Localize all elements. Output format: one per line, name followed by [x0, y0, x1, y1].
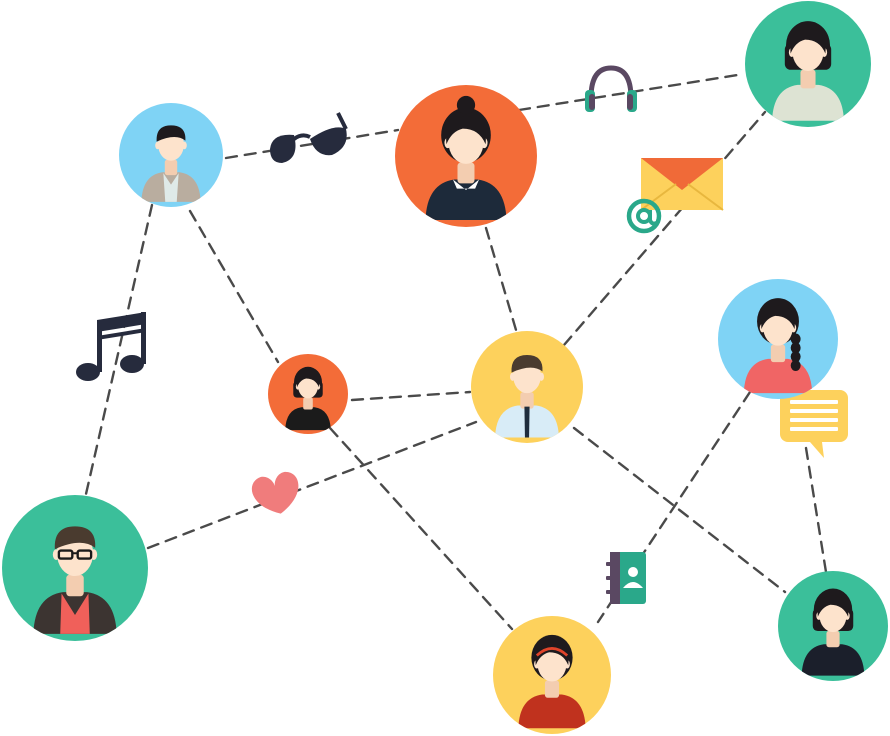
ear	[444, 137, 451, 149]
connection-line	[350, 390, 472, 402]
connection-line	[804, 446, 828, 574]
torso	[772, 84, 844, 121]
ear	[295, 383, 300, 390]
hair-front	[511, 355, 543, 373]
tie	[524, 406, 530, 438]
avatar-figure	[495, 355, 559, 438]
hair-bun	[456, 95, 476, 115]
mail-icon	[640, 158, 724, 211]
ear	[481, 137, 488, 149]
avatar-figure	[141, 125, 201, 202]
braid	[790, 342, 801, 354]
ear	[564, 659, 570, 669]
ear	[790, 323, 797, 333]
avatar-woman-bob	[745, 1, 871, 127]
torso	[518, 694, 586, 729]
at-sign-icon	[626, 198, 662, 234]
avatar-man-vest	[119, 103, 223, 207]
neck	[66, 574, 84, 597]
hair-front	[156, 125, 186, 142]
avatar-figure	[33, 526, 117, 634]
connection-line	[224, 128, 400, 160]
neck	[457, 162, 475, 184]
hair-front	[817, 595, 849, 617]
avatar-woman-headband	[493, 616, 611, 734]
avatar-man-glasses	[2, 495, 148, 641]
connection-line	[484, 226, 518, 332]
ear	[759, 323, 766, 333]
hair-front	[790, 29, 826, 54]
avatar-figure	[772, 21, 844, 121]
music-note-icon	[76, 312, 146, 381]
neck	[544, 680, 560, 698]
avatar-woman-braid	[718, 279, 838, 399]
hair-front	[446, 116, 486, 145]
neck	[770, 344, 786, 363]
ear	[509, 372, 516, 381]
connection-line	[84, 203, 154, 496]
torso	[285, 407, 331, 431]
hair-front	[296, 371, 320, 388]
torso	[33, 592, 117, 634]
ear	[534, 659, 540, 669]
headphones-icon	[585, 65, 637, 112]
connection-line	[572, 426, 787, 594]
glasses	[57, 549, 74, 560]
ear	[155, 141, 160, 150]
ear	[538, 372, 545, 381]
avatar-figure	[285, 366, 331, 431]
shirt	[60, 593, 90, 634]
hair-front	[54, 526, 96, 550]
hair-front	[535, 642, 569, 666]
contact-book-icon	[606, 552, 646, 604]
heart-icon	[251, 471, 299, 514]
ear	[316, 383, 321, 390]
glasses	[76, 549, 93, 560]
torso	[425, 179, 507, 221]
avatar-figure	[425, 95, 507, 221]
ear	[844, 611, 850, 620]
neck	[800, 69, 816, 89]
avatar-woman-bob-2	[778, 571, 888, 681]
collar	[452, 179, 480, 190]
ear	[182, 141, 187, 150]
neck	[303, 397, 313, 410]
avatar-figure	[518, 634, 586, 729]
ear	[821, 47, 828, 58]
headband	[535, 647, 569, 657]
connection-line	[562, 110, 767, 347]
hair-front	[761, 305, 795, 330]
shirt	[163, 173, 179, 202]
avatar-figure	[743, 298, 813, 394]
icon-layer	[76, 65, 848, 604]
avatar-man-tie	[471, 331, 583, 443]
braid	[790, 359, 801, 372]
neck	[826, 631, 840, 648]
avatar-figure	[801, 588, 865, 676]
avatar-girl-small	[268, 354, 348, 434]
braid	[790, 351, 801, 363]
ear	[788, 47, 795, 58]
connection-line	[328, 426, 514, 631]
sunglasses-icon	[270, 112, 348, 163]
neck	[164, 159, 178, 176]
neck	[520, 392, 534, 409]
connection-line	[146, 420, 478, 550]
torso	[801, 644, 865, 676]
braid	[790, 333, 801, 345]
avatar-woman-bun	[395, 85, 537, 227]
chat-bubble-icon	[780, 390, 848, 458]
connection-line	[188, 209, 280, 364]
ear	[816, 611, 822, 620]
